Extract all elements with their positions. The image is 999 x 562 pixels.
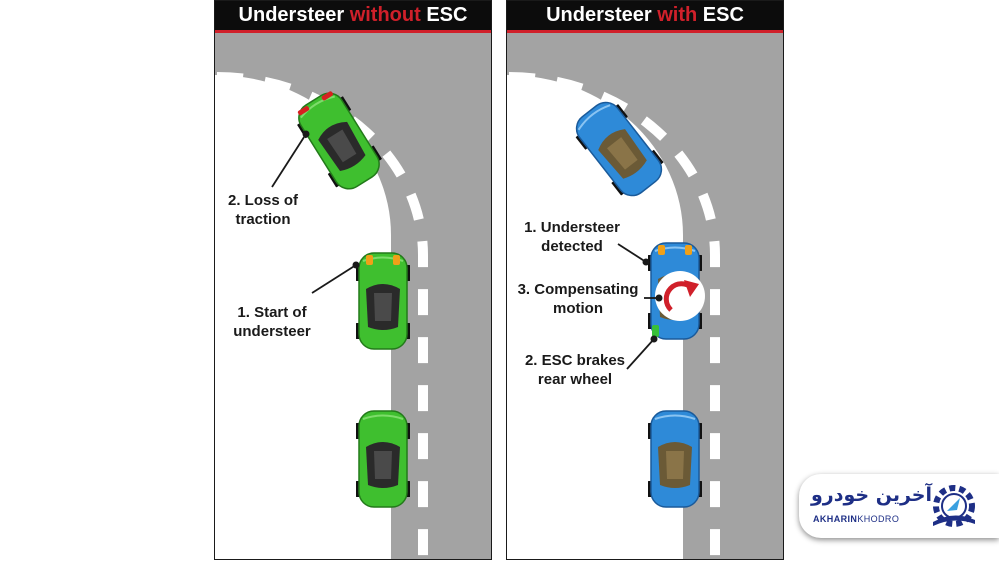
pointer-loss: [271, 133, 307, 188]
center-dashes: [508, 72, 720, 557]
logo-persian-text: آخرین خودرو: [811, 484, 932, 506]
left-panel-title: Understeer without ESC: [215, 1, 491, 33]
rotation-arrow-icon: [655, 271, 705, 321]
right-panel: Understeer with ESC 1. Understeer detect…: [506, 0, 784, 560]
pointer-brakes: [626, 338, 655, 370]
car-straight-approach: [648, 410, 702, 508]
road-surface: [215, 30, 491, 559]
pointer-start: [311, 264, 357, 294]
gear-speedometer-icon: [933, 485, 975, 527]
car-loss-of-traction: [289, 84, 389, 198]
label-esc-brakes: 2. ESC brakes rear wheel: [524, 352, 626, 388]
label-start-of-understeer: 1. Start of understeer: [233, 304, 311, 340]
left-panel: Understeer without ESC 2. Loss of tracti…: [214, 0, 492, 560]
car-start-of-understeer: [356, 252, 410, 350]
center-dashes: [216, 72, 428, 557]
logo-latin-text: AKHARINKHODRO: [813, 514, 900, 524]
label-understeer-detected: 1. Understeer detected: [524, 219, 620, 255]
road-surface: [507, 30, 783, 559]
right-panel-title: Understeer with ESC: [507, 1, 783, 33]
right-road-diagram: [507, 30, 783, 559]
road-inner-edge: [507, 151, 647, 559]
label-compensating-motion: 3. Compensating motion: [517, 281, 639, 317]
pointer-detected: [617, 243, 647, 263]
road-inner-edge: [215, 151, 355, 559]
car-understeer-detected: [648, 242, 702, 340]
label-loss-of-traction: 2. Loss of traction: [227, 192, 298, 228]
akharinkhodro-logo[interactable]: آخرین خودرو AKHARINKHODRO: [799, 474, 999, 538]
car-straight-approach: [356, 410, 410, 508]
left-road-diagram: [215, 30, 491, 559]
